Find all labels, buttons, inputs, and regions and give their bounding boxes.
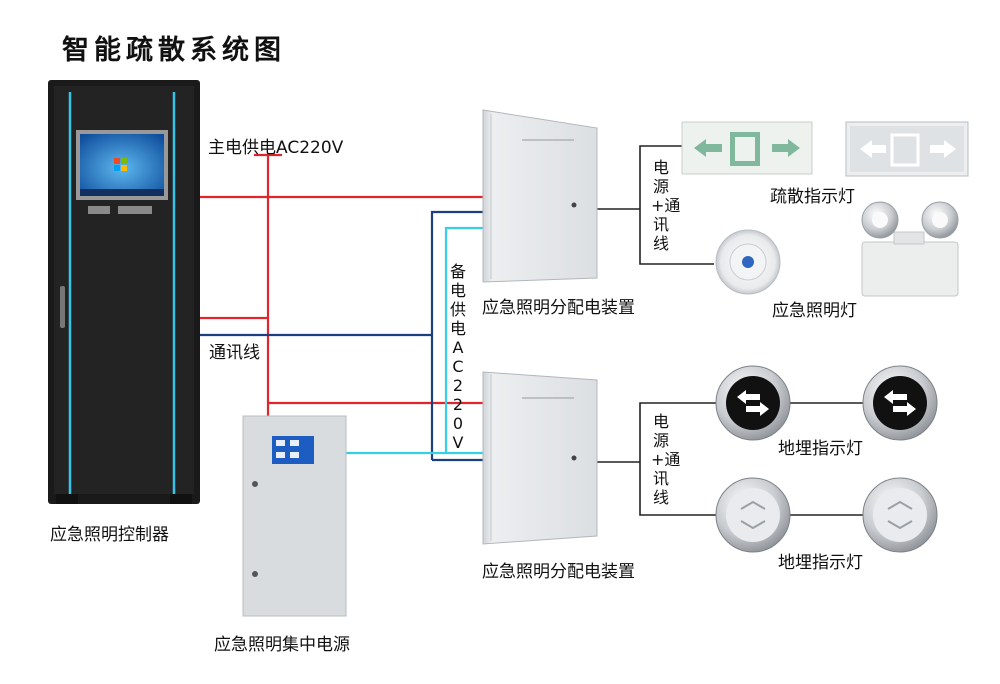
floor-indicator-black-1 bbox=[715, 365, 791, 441]
central-power-label: 应急照明集中电源 bbox=[214, 635, 350, 655]
central-power-cabinet bbox=[242, 415, 347, 617]
floor-indicator-label-2: 地埋指示灯 bbox=[778, 553, 863, 573]
floor-indicator-label-1: 地埋指示灯 bbox=[778, 439, 863, 459]
distribution-device-label-2: 应急照明分配电装置 bbox=[482, 562, 635, 582]
emergency-light-round bbox=[715, 229, 781, 295]
evacuation-sign-1 bbox=[681, 121, 813, 175]
evacuation-sign-label: 疏散指示灯 bbox=[770, 187, 855, 207]
backup-power-wiring bbox=[346, 226, 483, 455]
controller-label: 应急照明控制器 bbox=[50, 525, 169, 545]
emergency-light-label: 应急照明灯 bbox=[772, 301, 857, 321]
floor-indicator-silver-2 bbox=[862, 477, 938, 553]
controller-cabinet bbox=[48, 80, 200, 504]
floor-indicator-black-2 bbox=[862, 365, 938, 441]
distribution-box-1 bbox=[482, 109, 598, 283]
power-comm-label-2: 电源+通讯线 bbox=[651, 412, 681, 507]
evacuation-sign-2 bbox=[845, 121, 969, 177]
main-power-wiring bbox=[200, 153, 483, 416]
comm-line-label: 通讯线 bbox=[209, 343, 260, 363]
power-comm-label-1: 电源+通讯线 bbox=[651, 158, 681, 253]
comm-wiring bbox=[200, 210, 483, 462]
backup-power-label: 备电供电AC220V bbox=[449, 262, 466, 452]
page-title: 智能疏散系统图 bbox=[62, 35, 286, 66]
main-power-label: 主电供电AC220V bbox=[208, 138, 344, 158]
distribution-device-label-1: 应急照明分配电装置 bbox=[482, 298, 635, 318]
distribution-box-2 bbox=[482, 371, 598, 545]
emergency-light-twin bbox=[861, 201, 959, 297]
floor-indicator-silver-1 bbox=[715, 477, 791, 553]
load-wiring bbox=[597, 145, 864, 516]
